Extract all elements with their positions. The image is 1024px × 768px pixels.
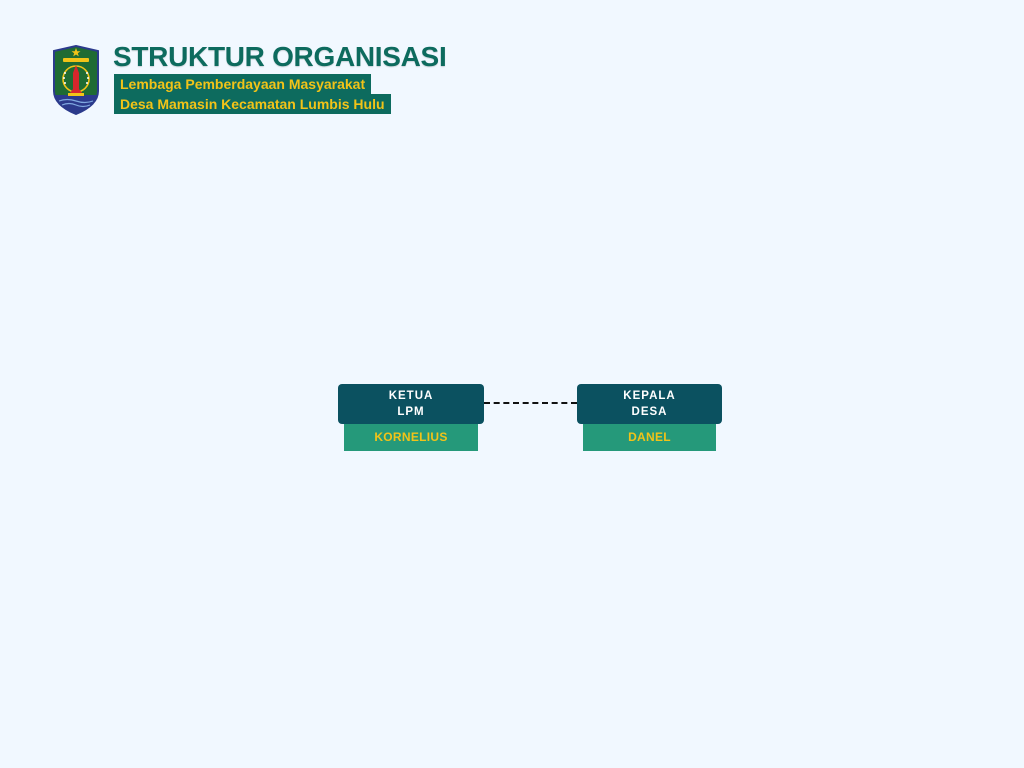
name-box-kepala-desa: DANEL [583,424,716,451]
role-line1: KEPALA [623,390,676,402]
subtitle-location: Desa Mamasin Kecamatan Lumbis Hulu [114,94,391,114]
role-line1: KETUA [388,390,434,402]
role-line2: DESA [631,406,668,418]
name-box-ketua-lpm: KORNELIUS [344,424,478,451]
page-title: STRUKTUR ORGANISASI [113,41,447,72]
role-line2: LPM [397,406,425,418]
regency-coat-of-arms-icon [53,45,99,115]
role-box-ketua-lpm: KETUA LPM [338,384,484,424]
dashed-connector [484,402,577,404]
role-box-kepala-desa: KEPALA DESA [577,384,722,424]
subtitle-organization: Lembaga Pemberdayaan Masyarakat [114,74,372,94]
